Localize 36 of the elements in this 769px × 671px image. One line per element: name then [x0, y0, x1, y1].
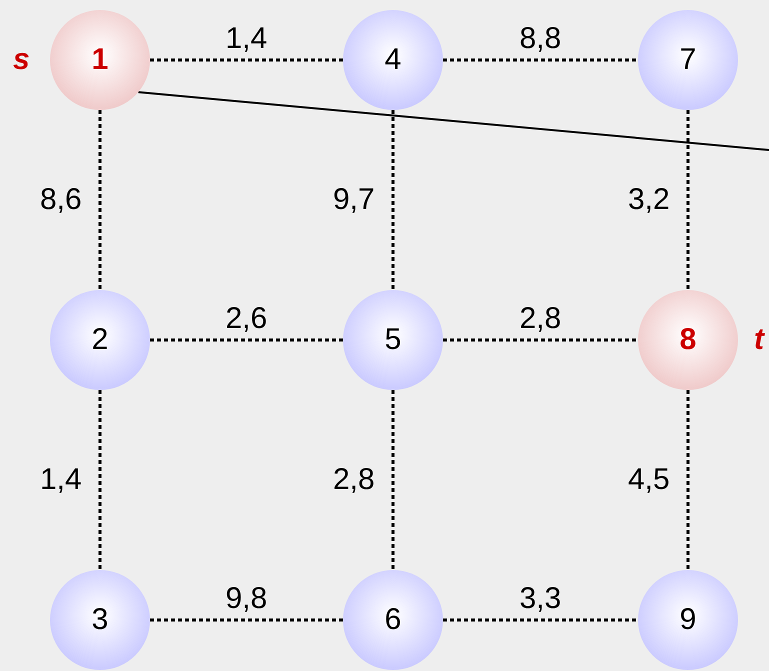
edge-label: 9,8: [224, 584, 268, 614]
node-number: 6: [384, 605, 402, 635]
dotted-line: [686, 110, 690, 290]
dotted-line: [150, 338, 343, 342]
dotted-line: [443, 618, 638, 622]
edge-label: 3,2: [627, 185, 671, 215]
dotted-line: [392, 390, 394, 570]
dotted-line: [686, 390, 690, 570]
dotted-line: [98, 390, 102, 570]
edge-label: 9,7: [332, 185, 376, 215]
node-tag: t: [754, 325, 764, 355]
edge-label: 2,8: [332, 465, 376, 495]
node-number: 1: [92, 45, 108, 75]
dotted-line: [98, 110, 102, 290]
node-number: 2: [92, 325, 108, 355]
edge-label: 8,6: [39, 185, 83, 215]
edge-label: 8,8: [518, 24, 562, 54]
node-tag: s: [13, 45, 30, 75]
dotted-line: [443, 58, 638, 62]
node-number: 8: [680, 325, 696, 355]
node-number: 5: [384, 325, 402, 355]
edge-label: 1,4: [224, 24, 268, 54]
node-number: 4: [384, 45, 402, 75]
edge-label: 3,3: [518, 584, 562, 614]
edge-label: 4,5: [627, 465, 671, 495]
dotted-line: [392, 110, 394, 290]
dotted-line: [443, 338, 638, 342]
edge-label: 2,8: [518, 304, 562, 334]
edge-label: 2,6: [224, 304, 268, 334]
node-number: 9: [680, 605, 696, 635]
line: [138, 91, 769, 151]
edge-label: 1,4: [39, 465, 83, 495]
node-number: 3: [92, 605, 108, 635]
dotted-line: [150, 618, 343, 622]
dotted-line: [150, 58, 343, 62]
node-number: 7: [680, 45, 696, 75]
